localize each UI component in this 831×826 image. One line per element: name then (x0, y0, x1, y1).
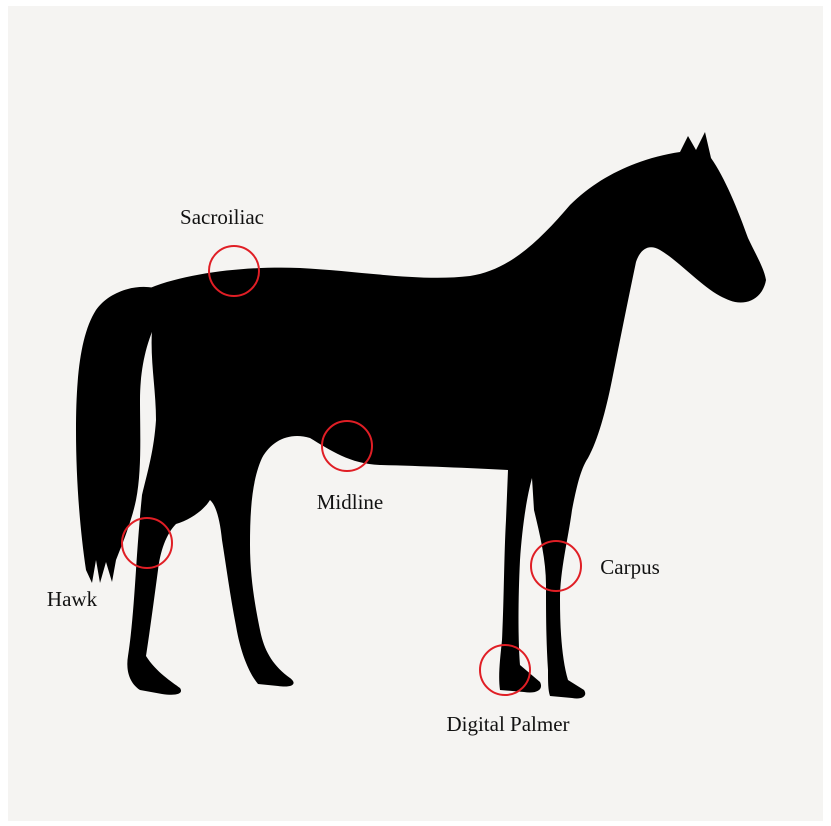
hawk-label: Hawk (47, 587, 98, 611)
midline-label: Midline (317, 490, 384, 514)
carpus-label: Carpus (600, 555, 660, 579)
digital-palmer-label: Digital Palmer (446, 712, 569, 736)
sacroiliac-label: Sacroiliac (180, 205, 264, 229)
